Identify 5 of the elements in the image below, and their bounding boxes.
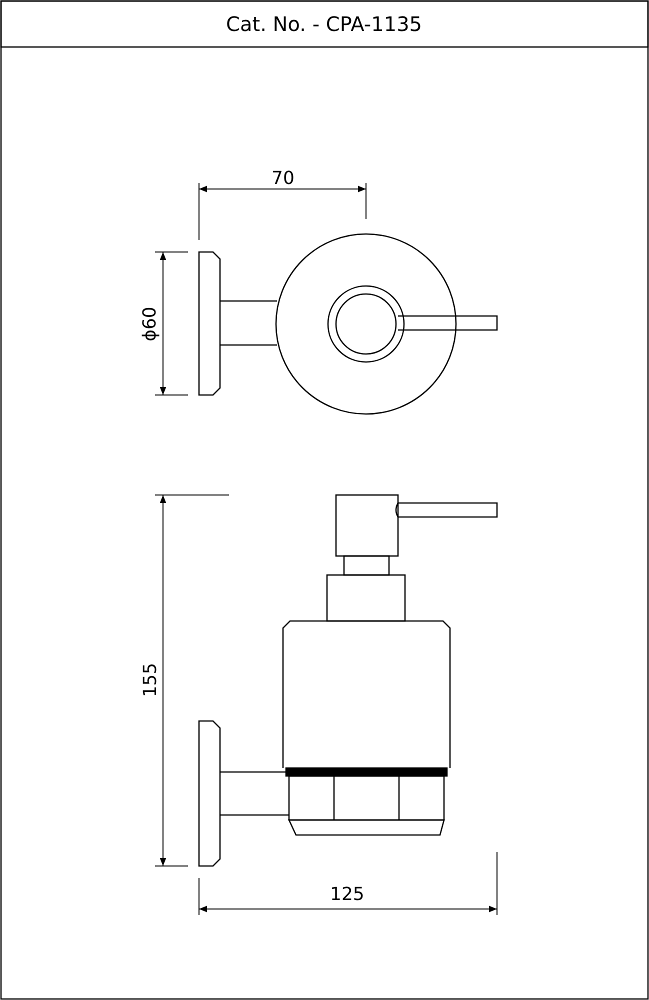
catalog-number-title: Cat. No. - CPA-1135 <box>226 14 422 34</box>
dimension-value: 70 <box>272 169 294 189</box>
dimension-value: ϕ60 <box>140 306 160 342</box>
dimension-value: 125 <box>330 885 364 905</box>
dimension-value: 155 <box>141 662 162 698</box>
